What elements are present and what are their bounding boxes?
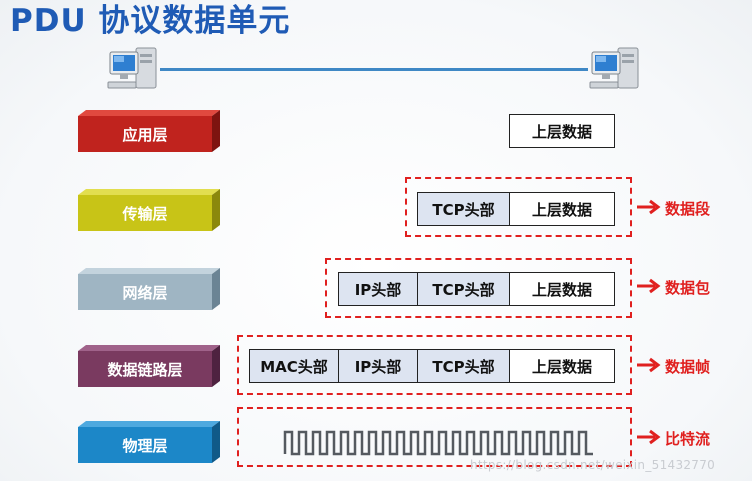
layer-transport: 传输层 xyxy=(78,189,220,231)
ip-header-cell: IP头部 xyxy=(338,272,418,306)
computer-icon xyxy=(107,47,157,89)
mac-header-cell: MAC头部 xyxy=(249,349,339,383)
upper-data-cell: 上层数据 xyxy=(509,192,615,226)
square-wave-signal xyxy=(283,430,593,456)
layer-label: 网络层 xyxy=(78,274,212,310)
bitstream-boundary xyxy=(237,407,632,467)
layer-label: 应用层 xyxy=(78,116,212,152)
layer-label: 物理层 xyxy=(78,427,212,463)
pdu-label-packet: 数据包 xyxy=(665,279,711,297)
layer-label: 传输层 xyxy=(78,195,212,231)
layer-application: 应用层 xyxy=(78,110,220,152)
packet-boundary xyxy=(325,258,632,318)
network-link-line xyxy=(160,68,588,71)
upper-data-cell: 上层数据 xyxy=(509,114,615,148)
layer-physical: 物理层 xyxy=(78,421,220,463)
computer-icon xyxy=(589,47,639,89)
segment-boundary xyxy=(405,177,632,237)
watermark: https://blog.csdn.net/weixin_51432770 xyxy=(470,458,716,472)
page-title: PDU 协议数据单元 xyxy=(10,3,291,39)
tcp-header-cell: TCP头部 xyxy=(417,272,510,306)
layer-network: 网络层 xyxy=(78,268,220,310)
tcp-header-cell: TCP头部 xyxy=(417,192,510,226)
arrow-right-icon xyxy=(637,429,661,445)
arrow-right-icon xyxy=(637,357,661,373)
upper-data-cell: 上层数据 xyxy=(509,272,615,306)
pdu-label-bitstream: 比特流 xyxy=(665,430,711,448)
upper-data-cell: 上层数据 xyxy=(509,349,615,383)
arrow-right-icon xyxy=(637,278,661,294)
pdu-label-frame: 数据帧 xyxy=(665,358,711,376)
pdu-label-segment: 数据段 xyxy=(665,200,711,218)
layer-label: 数据链路层 xyxy=(78,351,212,387)
frame-boundary xyxy=(237,335,632,395)
ip-header-cell: IP头部 xyxy=(338,349,418,383)
layer-data-link: 数据链路层 xyxy=(78,345,220,387)
arrow-right-icon xyxy=(637,199,661,215)
tcp-header-cell: TCP头部 xyxy=(417,349,510,383)
